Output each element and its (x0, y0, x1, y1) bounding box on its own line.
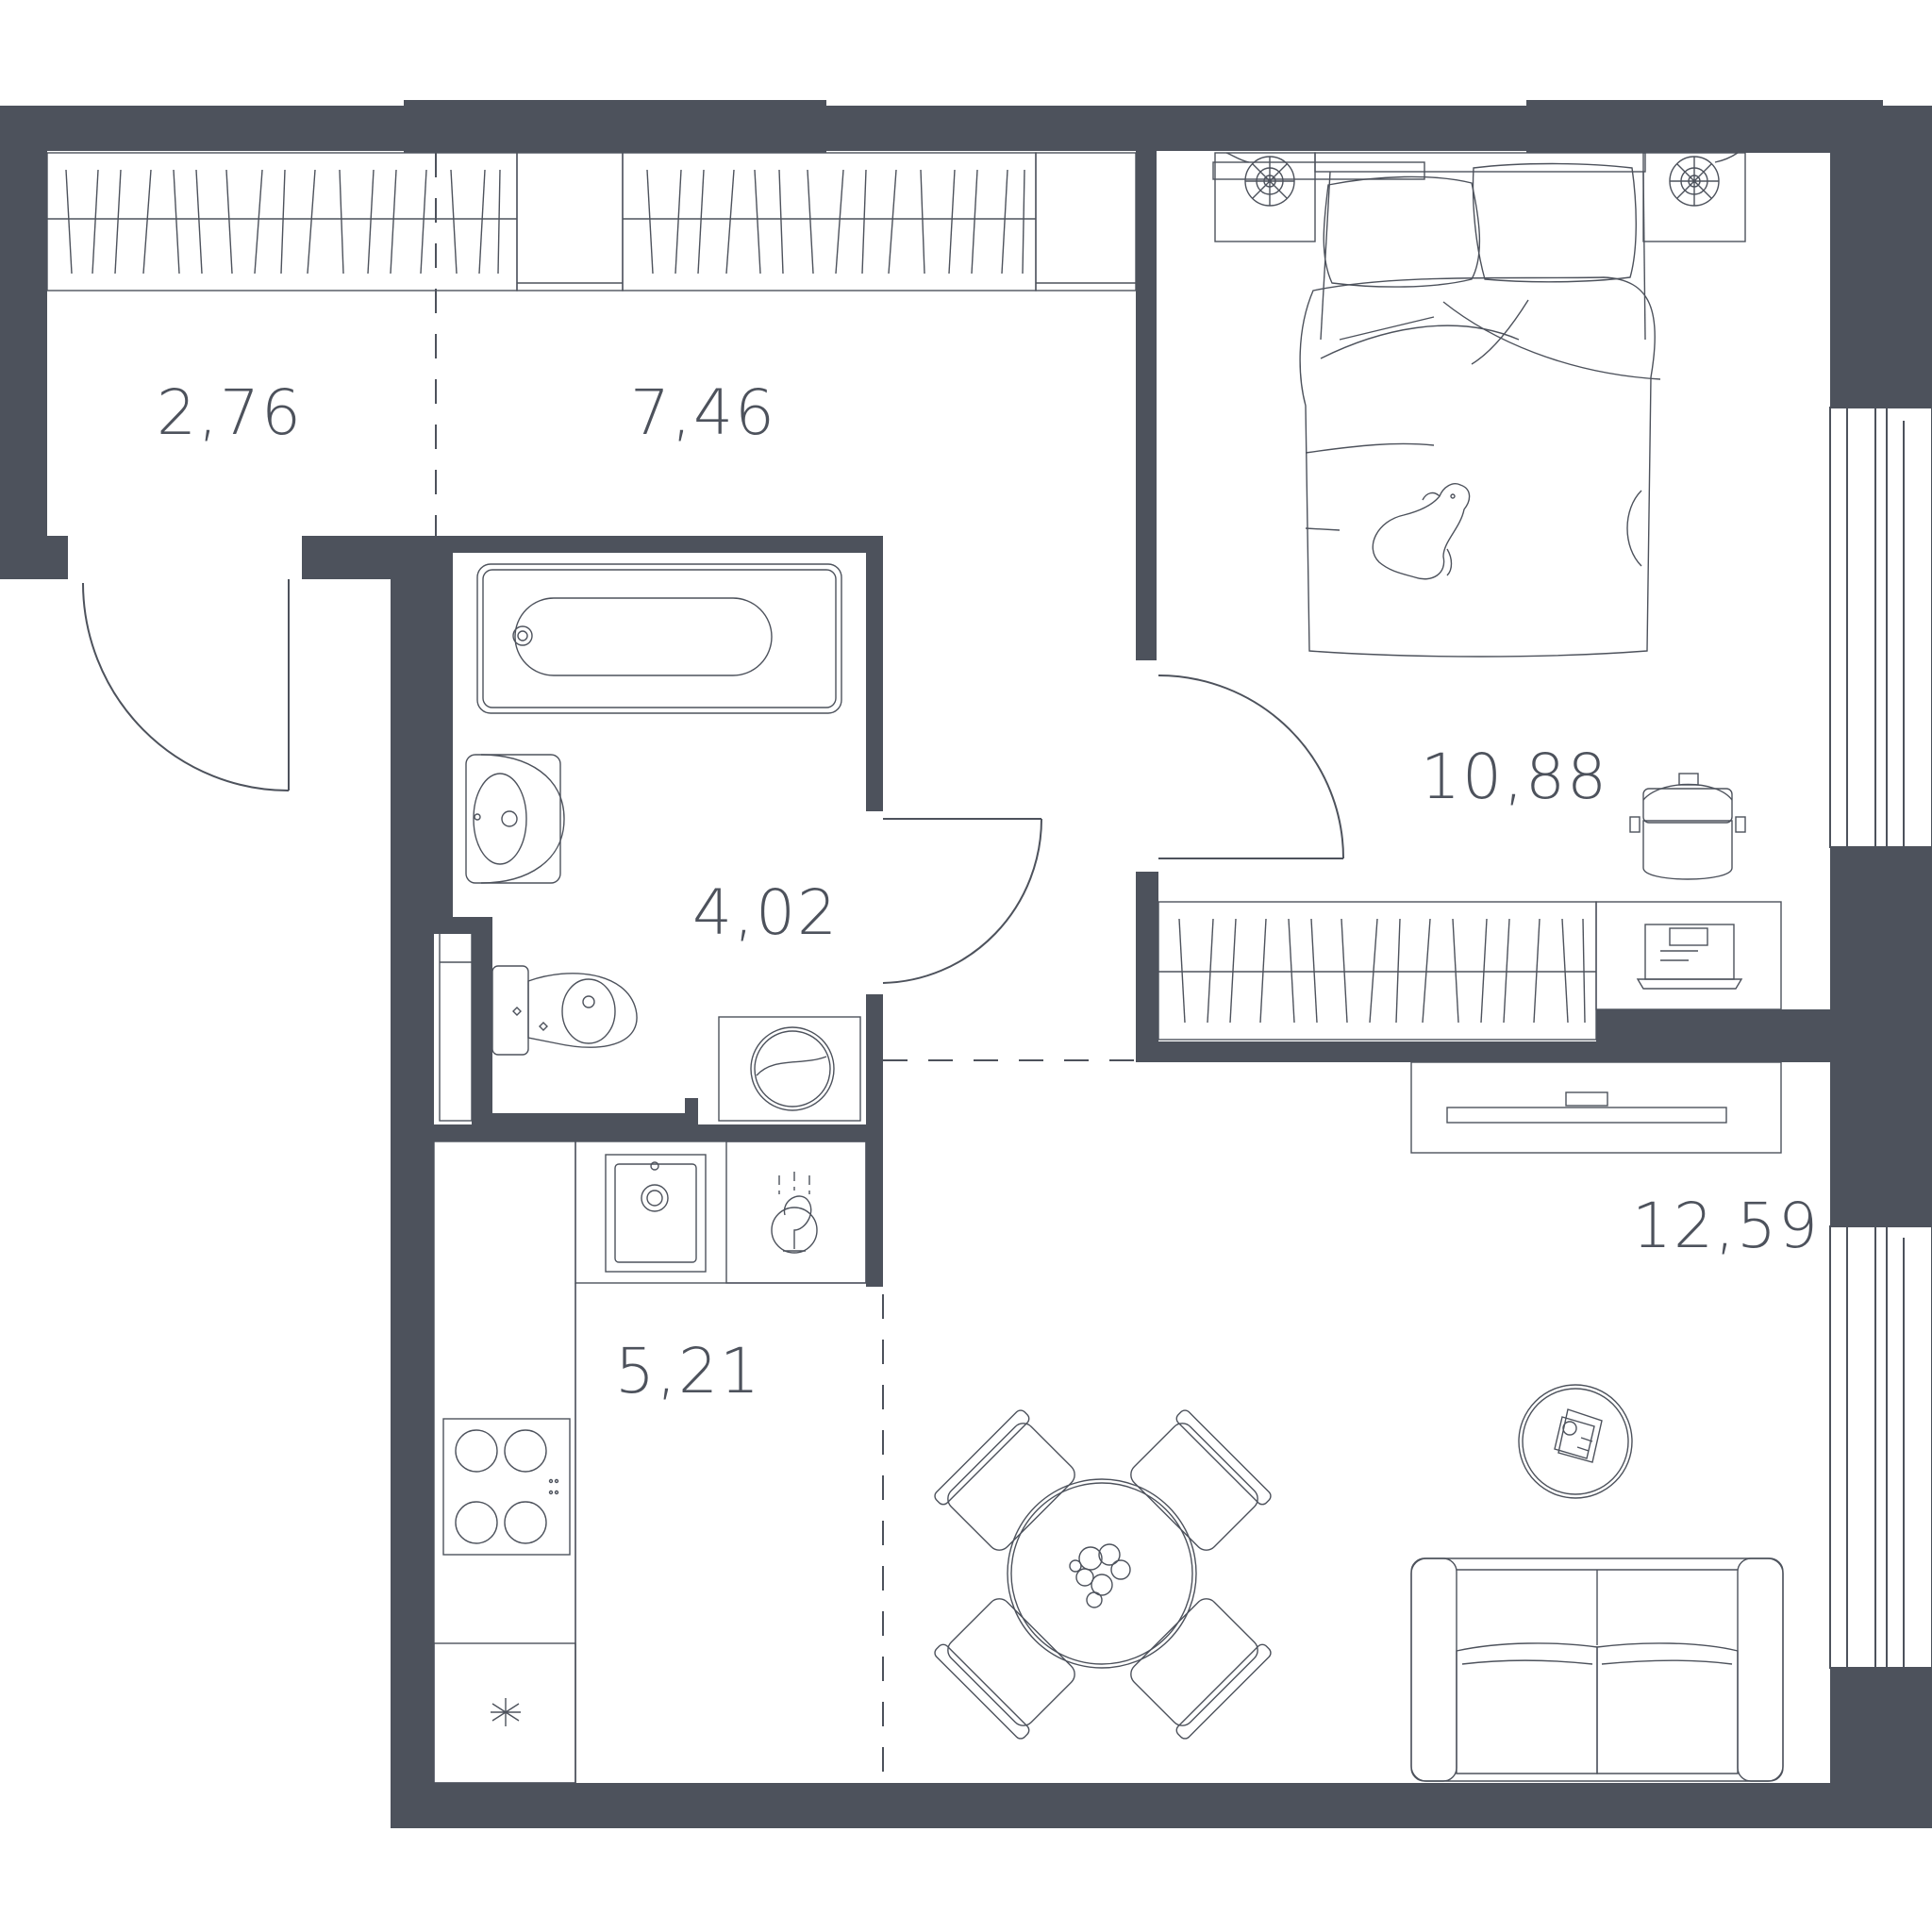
area-label-kitchen: 5,21 (615, 1335, 761, 1407)
area-label-hallway: 7,46 (630, 376, 776, 449)
area-labels: 2,76 7,46 10,88 4,02 5,21 12,59 (157, 376, 1820, 1407)
area-label-living-room: 12,59 (1632, 1190, 1820, 1262)
toilet-icon (491, 965, 638, 1056)
washbasin-icon (465, 754, 565, 884)
chair-icon (1629, 773, 1746, 880)
desk-icon (1158, 901, 1782, 1041)
doors (82, 579, 1344, 984)
bathtub-icon (476, 563, 842, 714)
area-label-bathroom: 4,02 (692, 876, 839, 949)
dining-table-icon (1007, 1478, 1197, 1669)
dishwasher-icon (725, 1141, 867, 1284)
fridge-icon (433, 1642, 576, 1784)
wall-cabinet (439, 929, 473, 1122)
bed-icon (1212, 152, 1661, 658)
tv-icon (1410, 1061, 1782, 1154)
nightstand-lamp-icon (1214, 152, 1746, 242)
washing-machine-icon (718, 1016, 861, 1122)
chair-icon (934, 1409, 1272, 1740)
area-label-entry-closet: 2,76 (157, 376, 303, 449)
kitchen-counter (433, 1141, 867, 1784)
dog-icon (1372, 483, 1471, 580)
walls (0, 100, 1932, 1828)
kitchen-sink-icon (605, 1154, 707, 1273)
coffee-table-icon (1518, 1384, 1633, 1499)
laptop-icon (1636, 924, 1743, 990)
wardrobe-icon (46, 152, 1137, 291)
cooktop-icon (442, 1418, 571, 1556)
flower-vase (1069, 1543, 1131, 1608)
sofa-icon (1410, 1557, 1784, 1782)
area-label-bedroom: 10,88 (1421, 741, 1608, 813)
zone-dividers (435, 153, 1136, 1783)
windows (1829, 407, 1932, 1669)
